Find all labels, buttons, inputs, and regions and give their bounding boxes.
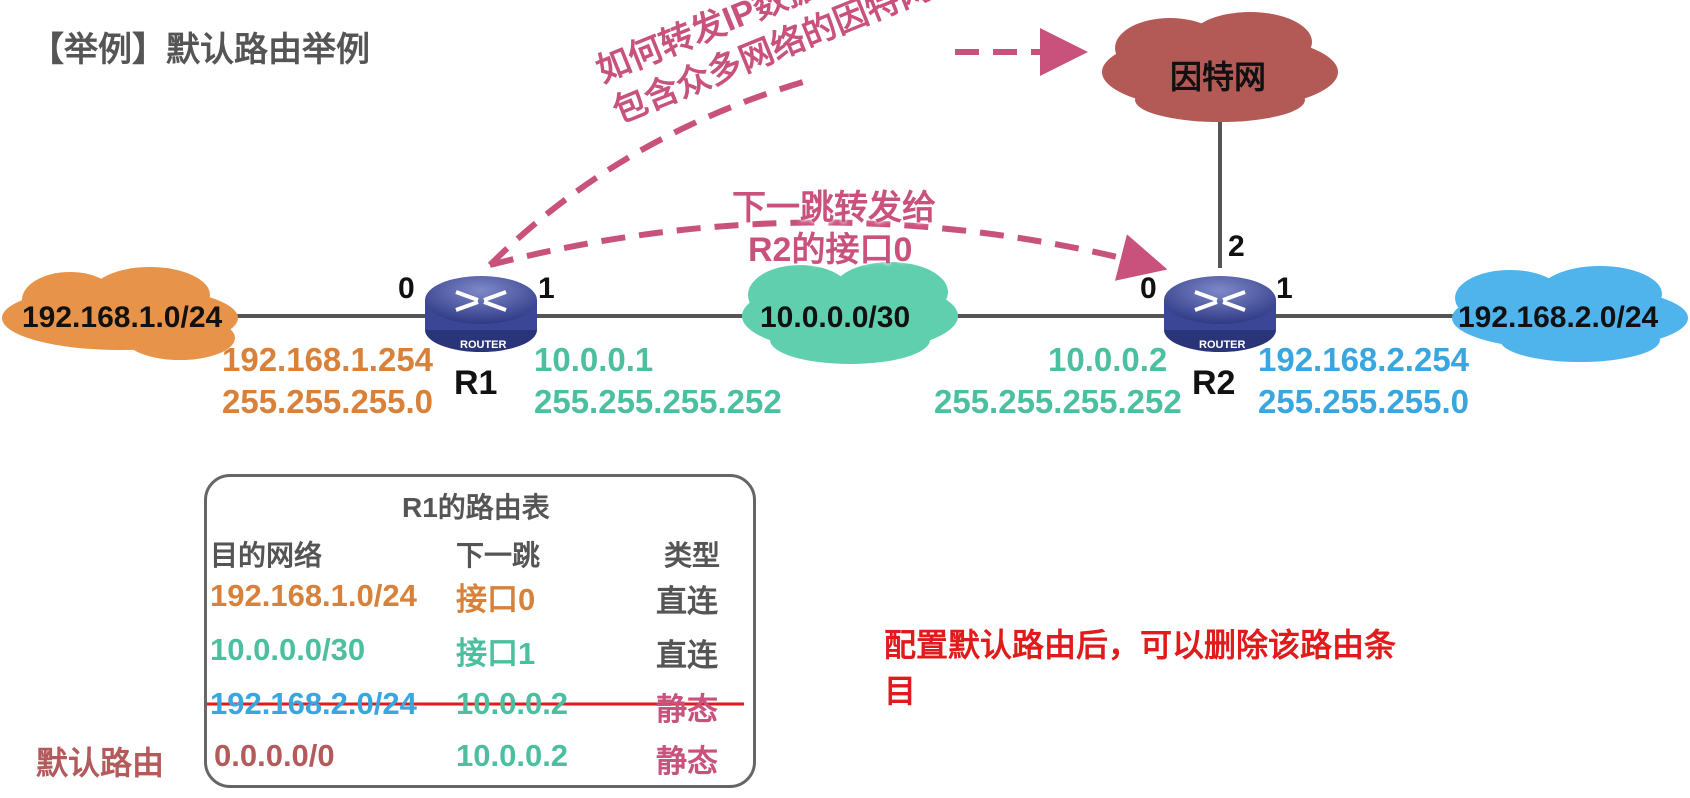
r2-port-1: 1 xyxy=(1276,272,1293,305)
default-route-label: 默认路由 xyxy=(36,745,165,781)
page-title: 【举例】默认路由举例 xyxy=(30,31,370,69)
r2-if0-ip: 10.0.0.2 xyxy=(1048,341,1168,378)
row-1-type: 直连 xyxy=(656,584,718,619)
answer-line-1: 下一跳转发给 xyxy=(732,189,936,227)
header-next: 下一跳 xyxy=(456,540,541,571)
row-4-type: 静态 xyxy=(656,744,718,779)
cloud-internet xyxy=(1102,12,1338,122)
r1-if1-mask: 255.255.255.252 xyxy=(534,383,782,420)
routing-table-box xyxy=(204,474,756,788)
r1-port-1: 1 xyxy=(538,272,555,305)
row-4-dest: 0.0.0.0/0 xyxy=(214,738,335,773)
cloud-lan1 xyxy=(2,267,238,360)
link-network-label: 10.0.0.0/30 xyxy=(760,301,911,334)
r2-port-0: 0 xyxy=(1140,272,1157,305)
r2-icon-text: ROUTER xyxy=(1199,339,1246,351)
row-2-type: 直连 xyxy=(656,638,718,673)
r2-if1-mask: 255.255.255.0 xyxy=(1258,383,1470,420)
row-3-type: 静态 xyxy=(656,692,718,727)
internet-label: 因特网 xyxy=(1170,59,1267,95)
header-dest: 目的网络 xyxy=(210,540,323,571)
row-3-dest: 192.168.2.0/24 xyxy=(210,686,417,721)
note-line-1: 配置默认路由后，可以删除该路由条 xyxy=(884,627,1397,663)
r2-if0-mask: 255.255.255.252 xyxy=(934,383,1182,420)
cloud-lan2 xyxy=(1452,266,1688,362)
r1-if0-mask: 255.255.255.0 xyxy=(222,383,434,420)
row-4-next: 10.0.0.2 xyxy=(456,738,569,773)
row-3-next: 10.0.0.2 xyxy=(456,686,569,721)
row-1-next: 接口0 xyxy=(456,582,536,617)
lan1-network-label: 192.168.1.0/24 xyxy=(22,301,223,334)
router-r2-icon xyxy=(1164,276,1276,352)
r2-port-2: 2 xyxy=(1228,230,1245,263)
note-block: 配置默认路由后，可以删除该路由条 目 xyxy=(884,622,1396,714)
row-1-dest: 192.168.1.0/24 xyxy=(210,578,417,613)
routing-table-caption: R1的路由表 xyxy=(402,492,550,523)
question-arrow-1 xyxy=(487,77,811,268)
r2-name: R2 xyxy=(1192,364,1236,402)
cloud-link xyxy=(742,262,958,364)
r1-name: R1 xyxy=(454,364,498,402)
r1-port-0: 0 xyxy=(398,272,415,305)
r1-if1-ip: 10.0.0.1 xyxy=(534,341,654,378)
answer-line-2: R2的接口0 xyxy=(748,231,913,269)
r1-if0-ip: 192.168.1.254 xyxy=(222,341,434,378)
row-2-dest: 10.0.0.0/30 xyxy=(210,632,366,667)
router-r1-icon xyxy=(425,276,537,352)
header-type: 类型 xyxy=(664,540,721,571)
r2-if1-ip: 192.168.2.254 xyxy=(1258,341,1470,378)
answer-arrow xyxy=(489,219,1168,281)
note-line-2: 目 xyxy=(884,673,917,709)
r1-icon-text: ROUTER xyxy=(460,339,507,351)
lan2-network-label: 192.168.2.0/24 xyxy=(1458,301,1659,334)
row-2-next: 接口1 xyxy=(456,636,536,671)
